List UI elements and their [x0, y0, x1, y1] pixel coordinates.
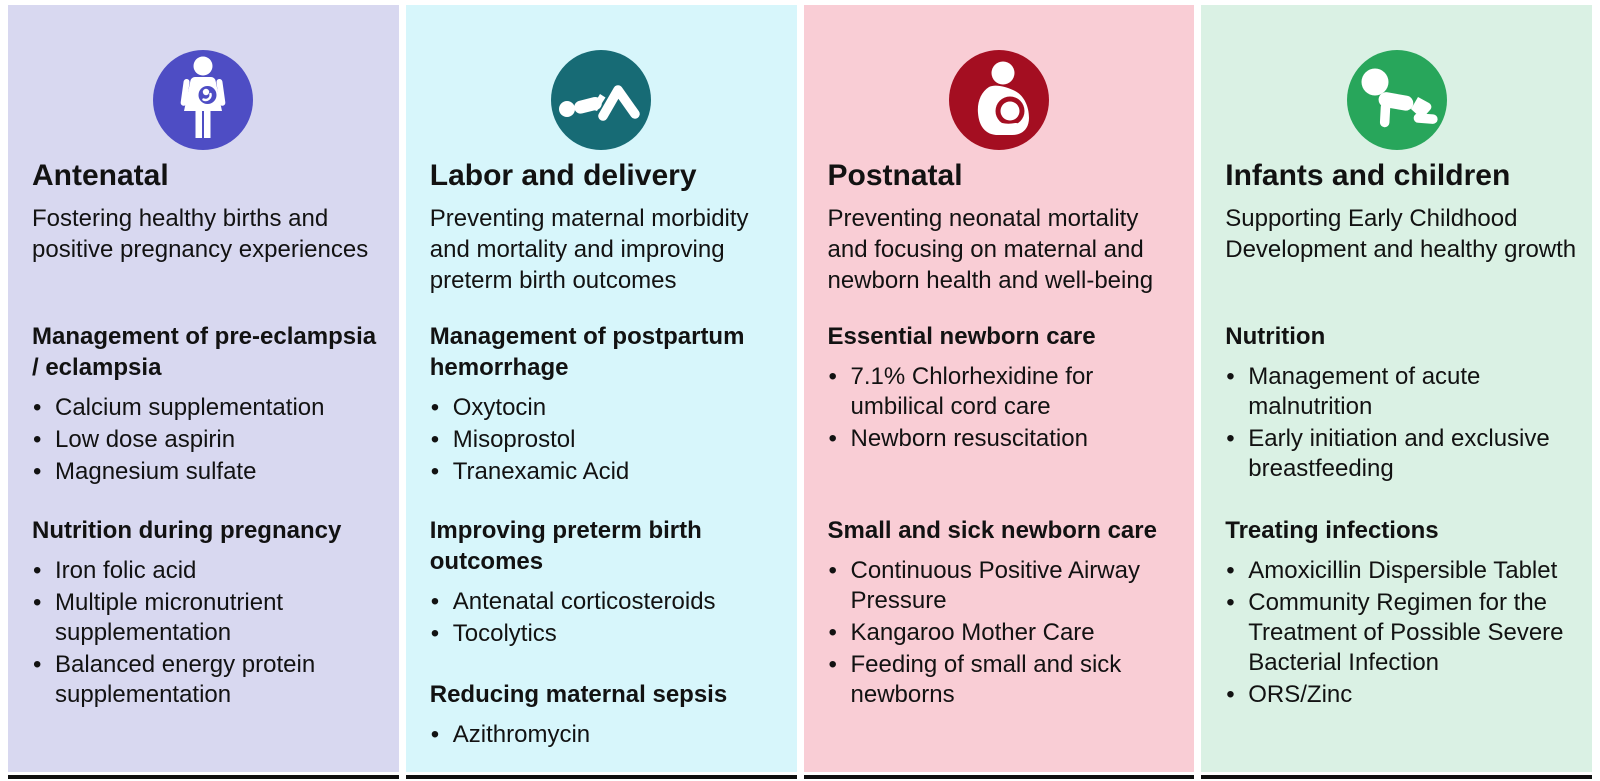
- section-postpartum-hemorrhage: Management of postpartum hemorrhage Oxyt…: [430, 321, 783, 489]
- breastfeeding-icon: [977, 61, 1029, 135]
- bullet-item: Tranexamic Acid: [430, 457, 783, 487]
- section-heading: Treating infections: [1225, 517, 1439, 544]
- section-maternal-sepsis: Reducing maternal sepsis Azithromycin: [430, 679, 783, 752]
- section-heading: Reducing maternal sepsis: [429, 681, 728, 708]
- bullet-list: Antenatal corticosteroidsTocolytics: [430, 587, 783, 649]
- column-infants-children: Infants and children Supporting Early Ch…: [1201, 5, 1592, 779]
- section-heading: Nutrition during pregnancy: [32, 517, 342, 544]
- bullet-list: Iron folic acidMultiple micronutrient su…: [32, 556, 385, 710]
- bullet-item: Magnesium sulfate: [32, 457, 385, 487]
- column-title: Infants and children: [1225, 159, 1511, 192]
- bullet-item: Balanced energy protein supplementation: [32, 650, 385, 710]
- postnatal-accent-circle: [948, 50, 1049, 150]
- section-heading: Essential newborn care: [827, 323, 1096, 350]
- bullet-item: 7.1% Chlorhexidine for umbilical cord ca…: [828, 362, 1181, 422]
- icon-area: [406, 50, 797, 150]
- bullet-list: Amoxicillin Dispersible TabletCommunity …: [1225, 556, 1578, 710]
- column-title: Postnatal: [827, 159, 963, 192]
- section-heading: Management of pre-eclampsia / eclampsia: [32, 323, 377, 381]
- crawling-baby-icon: [1361, 68, 1438, 128]
- bullet-item: Management of acute malnutrition: [1225, 362, 1578, 422]
- column-description: Fostering healthy births and positive pr…: [32, 205, 369, 263]
- column-title: Antenatal: [32, 159, 169, 192]
- section-heading: Management of postpartum hemorrhage: [429, 323, 745, 381]
- labor-accent-circle: [551, 50, 652, 150]
- section-small-sick-newborn-care: Small and sick newborn care Continuous P…: [828, 515, 1181, 712]
- pregnant-woman-icon: [181, 56, 226, 138]
- bullet-item: Community Regimen for the Treatment of P…: [1225, 588, 1578, 678]
- bullet-item: Antenatal corticosteroids: [430, 587, 783, 617]
- bullet-item: Feeding of small and sick newborns: [828, 650, 1181, 710]
- bullet-item: Newborn resuscitation: [828, 424, 1181, 454]
- section-preterm-birth: Improving preterm birth outcomes Antenat…: [430, 515, 783, 651]
- column-postnatal: Postnatal Preventing neonatal mortality …: [803, 5, 1195, 779]
- column-description: Preventing maternal morbidity and mortal…: [429, 205, 749, 294]
- infants-accent-circle: [1346, 50, 1447, 150]
- section-essential-newborn-care: Essential newborn care 7.1% Chlorhexidin…: [828, 321, 1181, 456]
- bullet-list: Calcium supplementationLow dose aspirinM…: [32, 393, 385, 487]
- bullet-item: ORS/Zinc: [1225, 680, 1578, 710]
- column-description: Supporting Early Childhood Development a…: [1225, 205, 1577, 263]
- bullet-list: OxytocinMisoprostolTranexamic Acid: [430, 393, 783, 487]
- bullet-list: Management of acute malnutritionEarly in…: [1225, 362, 1578, 484]
- section-pre-eclampsia: Management of pre-eclampsia / eclampsia …: [32, 321, 385, 489]
- section-heading: Improving preterm birth outcomes: [429, 517, 702, 575]
- icon-area: [1201, 50, 1592, 150]
- bullet-item: Early initiation and exclusive breastfee…: [1225, 424, 1578, 484]
- bullet-item: Multiple micronutrient supplementation: [32, 588, 385, 648]
- bullet-item: Kangaroo Mother Care: [828, 618, 1181, 648]
- section-heading: Small and sick newborn care: [827, 517, 1157, 544]
- section-treating-infections: Treating infections Amoxicillin Dispersi…: [1225, 515, 1578, 712]
- column-description: Preventing neonatal mortality and focusi…: [827, 205, 1154, 294]
- bullet-list: Continuous Positive Airway PressureKanga…: [828, 556, 1181, 710]
- bullet-item: Low dose aspirin: [32, 425, 385, 455]
- bullet-item: Iron folic acid: [32, 556, 385, 586]
- icon-area: [8, 50, 399, 150]
- section-nutrition-pregnancy: Nutrition during pregnancy Iron folic ac…: [32, 515, 385, 712]
- bullet-item: Misoprostol: [430, 425, 783, 455]
- section-nutrition: Nutrition Management of acute malnutriti…: [1225, 321, 1578, 486]
- section-heading: Nutrition: [1225, 323, 1326, 350]
- bullet-list: Azithromycin: [430, 720, 783, 750]
- bullet-item: Tocolytics: [430, 619, 783, 649]
- bullet-item: Azithromycin: [430, 720, 783, 750]
- laboring-person-icon: [559, 85, 640, 121]
- column-labor-delivery: Labor and delivery Preventing maternal m…: [405, 5, 797, 779]
- column-title: Labor and delivery: [429, 159, 697, 192]
- bullet-item: Calcium supplementation: [32, 393, 385, 423]
- column-antenatal: Antenatal Fostering healthy births and p…: [8, 5, 399, 779]
- bullet-item: Continuous Positive Airway Pressure: [828, 556, 1181, 616]
- bullet-item: Oxytocin: [430, 393, 783, 423]
- bullet-item: Amoxicillin Dispersible Tablet: [1225, 556, 1578, 586]
- bullet-list: 7.1% Chlorhexidine for umbilical cord ca…: [828, 362, 1181, 454]
- antenatal-accent-circle: [153, 50, 254, 150]
- icon-area: [804, 50, 1195, 150]
